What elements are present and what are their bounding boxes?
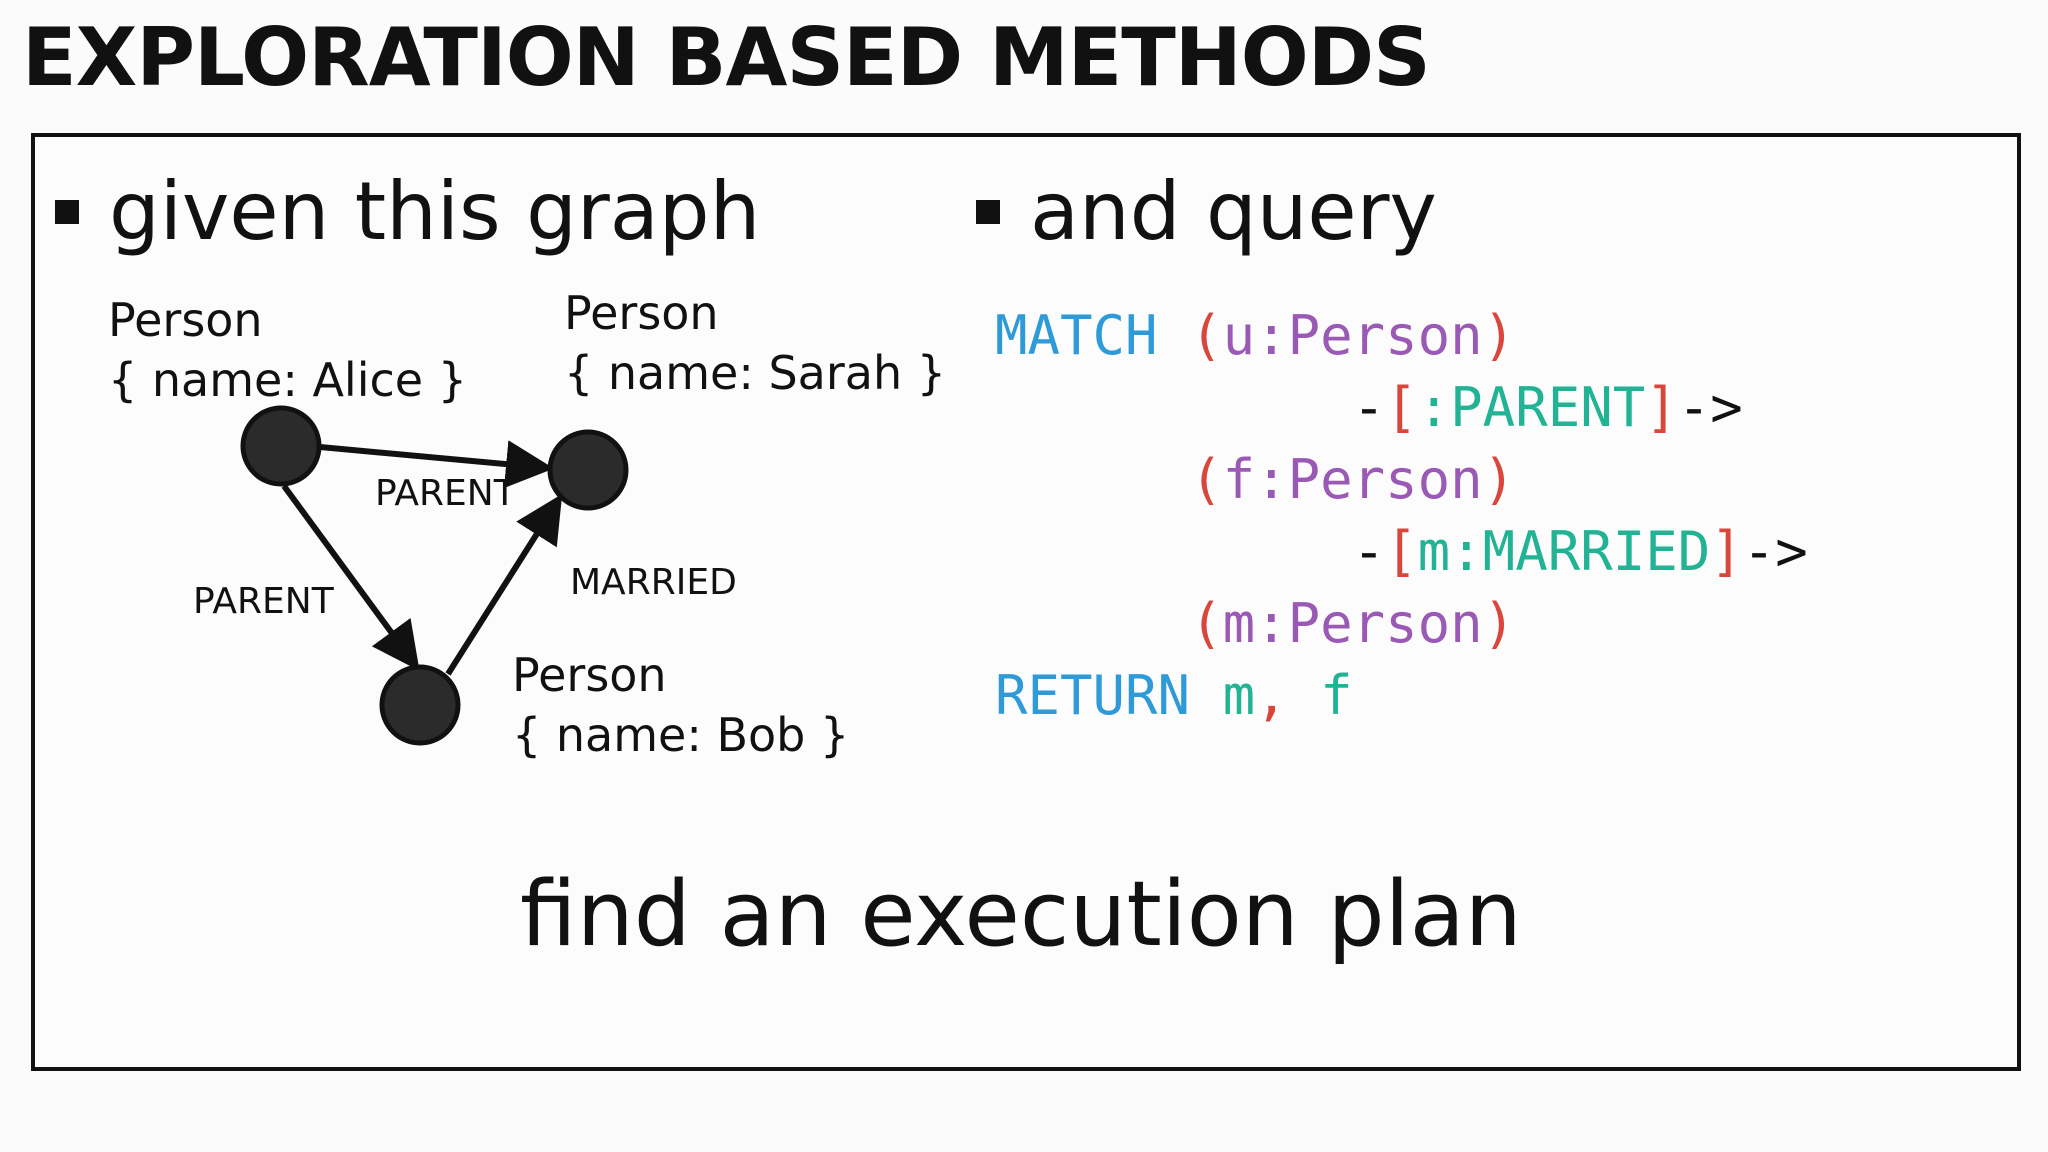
query-paren: ) [1482, 448, 1516, 511]
query-node-u: u:Person [1222, 304, 1483, 367]
query-rel-parent: :PARENT [1417, 376, 1646, 439]
node-type-sarah: Person [564, 286, 719, 340]
query-bracket: [ [1385, 376, 1418, 439]
node-label-alice: Person { name: Alice } [108, 290, 467, 410]
bullet-given-graph: given this graph [55, 172, 760, 252]
cypher-query: MATCH (u:Person) -[:PARENT]-> (f:Person)… [995, 300, 1808, 732]
edge-alice-bob [281, 484, 420, 671]
bullet-given-graph-text: given this graph [109, 165, 761, 258]
query-dash: - [1352, 520, 1386, 583]
footer-text: find an execution plan [520, 862, 1522, 967]
query-rel-married: m:MARRIED [1417, 520, 1711, 583]
query-return-f: f [1320, 664, 1353, 727]
edge-alice-sarah [319, 440, 554, 489]
node-alice [240, 405, 322, 487]
bullet-and-query-text: and query [1030, 165, 1437, 258]
bullet-square-icon [55, 200, 79, 224]
query-return-keyword: RETURN [995, 664, 1191, 727]
query-node-m: m:Person [1222, 592, 1483, 655]
edge-bob-sarah [445, 493, 563, 676]
node-props-alice: { name: Alice } [108, 353, 467, 407]
query-paren: ) [1482, 304, 1516, 367]
query-paren: ( [1190, 304, 1223, 367]
node-label-sarah: Person { name: Sarah } [564, 283, 946, 403]
node-type-alice: Person [108, 293, 263, 347]
node-props-bob: { name: Bob } [512, 708, 850, 762]
query-bracket: [ [1385, 520, 1418, 583]
query-match-keyword: MATCH [995, 304, 1158, 367]
node-props-sarah: { name: Sarah } [564, 346, 946, 400]
content-frame [31, 133, 2021, 1071]
query-paren: ) [1482, 592, 1516, 655]
query-paren: ( [1190, 448, 1223, 511]
query-paren: ( [1190, 592, 1223, 655]
query-bracket: ] [1710, 520, 1743, 583]
node-type-bob: Person [512, 648, 667, 702]
edge-label-bob-sarah: MARRIED [570, 562, 737, 603]
bullet-and-query: and query [976, 172, 1437, 252]
query-arrow: -> [1677, 376, 1743, 439]
query-bracket: ] [1645, 376, 1678, 439]
edge-label-alice-sarah: PARENT [375, 473, 516, 514]
node-bob [379, 664, 461, 746]
slide-title: EXPLORATION BASED METHODS [22, 11, 1431, 104]
bullet-square-icon [976, 200, 1000, 224]
query-arrow: -> [1742, 520, 1808, 583]
node-sarah [547, 429, 629, 511]
node-label-bob: Person { name: Bob } [512, 645, 849, 765]
query-comma: , [1255, 664, 1288, 727]
query-dash: - [1352, 376, 1386, 439]
edge-label-alice-bob: PARENT [193, 581, 334, 622]
query-return-m: m [1222, 664, 1256, 727]
query-node-f: f:Person [1222, 448, 1483, 511]
